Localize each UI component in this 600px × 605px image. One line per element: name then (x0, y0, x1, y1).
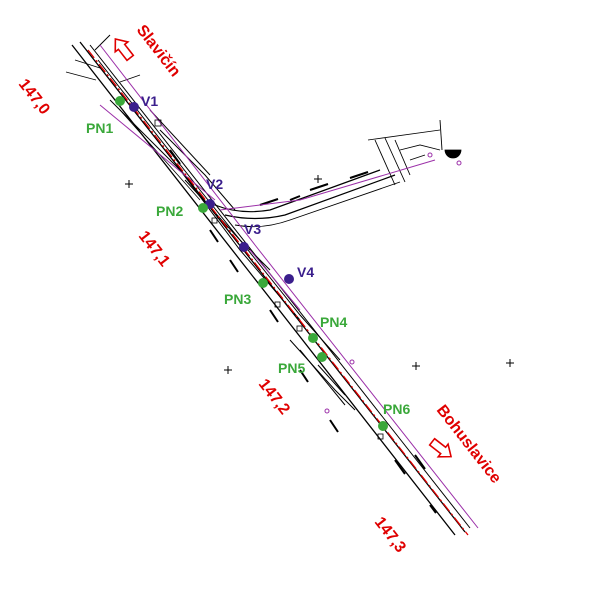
pn-point-5 (317, 352, 327, 362)
small-circles (324, 152, 462, 414)
v-label-3: V3 (244, 221, 261, 237)
v-point-4 (284, 274, 294, 284)
pn-point-1 (115, 96, 125, 106)
pn-label-4: PN4 (320, 314, 347, 330)
direction-label-top: Slavičín (133, 22, 184, 80)
v-label-1: V1 (141, 93, 158, 109)
track-hatching (169, 149, 437, 514)
small-symbols (154, 119, 462, 440)
arrow-up-icon (114, 37, 135, 62)
v-label-4: V4 (297, 264, 314, 280)
chainage-label-1470: 147,0 (15, 76, 53, 118)
chainage-label-1472: 147,2 (255, 376, 293, 418)
direction-label-bottom: Bohuslavice (433, 402, 504, 487)
pn-point-6 (378, 421, 388, 431)
branch-line (214, 119, 443, 228)
boundary-lines (99, 44, 479, 529)
station-details (149, 109, 356, 411)
v-point-1 (129, 102, 139, 112)
chainage-labels: 147,0 147,1 147,2 147,3 (15, 76, 409, 556)
v-point-3 (239, 242, 249, 252)
chainage-label-1473: 147,3 (371, 514, 409, 556)
main-tracks (65, 34, 471, 536)
arrow-right-icon (428, 437, 453, 458)
grid-crosses (125, 175, 514, 374)
pn-label-2: PN2 (156, 203, 183, 219)
v-labels: V1 V2 V3 V4 (141, 93, 314, 280)
pn-label-6: PN6 (383, 401, 410, 417)
track-axis (87, 49, 469, 536)
pn-points (115, 96, 388, 431)
pn-point-3 (258, 278, 268, 288)
direction-bottom: Bohuslavice (428, 402, 504, 487)
pn-label-5: PN5 (278, 360, 305, 376)
pn-labels: PN1 PN2 PN3 PN4 PN5 PN6 (86, 120, 410, 417)
chainage-label-1471: 147,1 (135, 228, 173, 270)
pn-point-2 (198, 203, 208, 213)
pn-point-4 (308, 333, 318, 343)
pn-label-1: PN1 (86, 120, 113, 136)
v-label-2: V2 (206, 176, 223, 192)
v-points (129, 102, 294, 284)
pn-label-3: PN3 (224, 291, 251, 307)
